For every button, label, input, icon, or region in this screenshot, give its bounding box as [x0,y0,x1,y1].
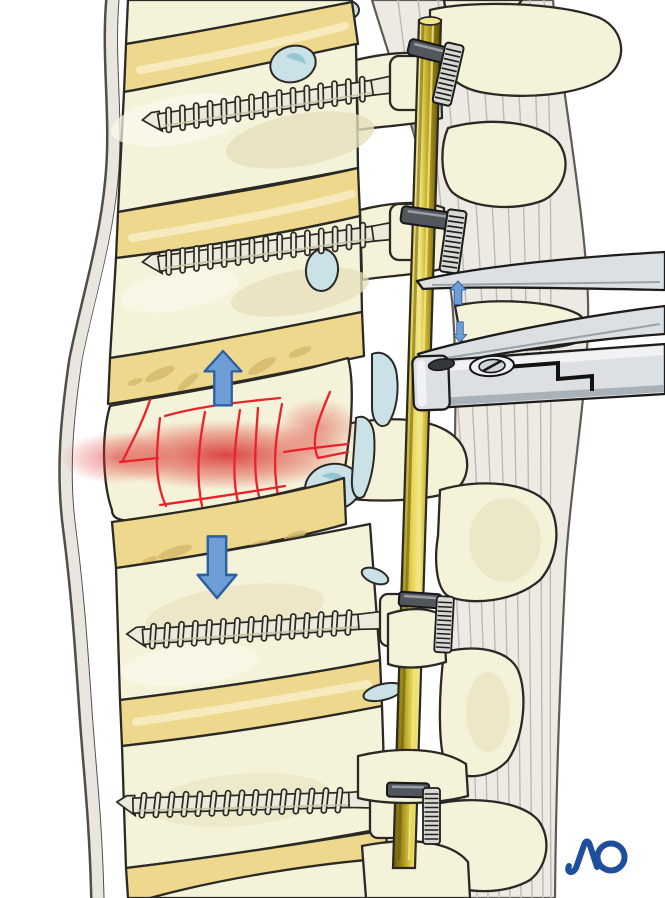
rod-holder-instrument [411,250,665,412]
slot-screw-slash [482,359,502,373]
lamina-sliver-a [371,351,399,427]
lamina-sliver-b [350,415,376,499]
disc-3-damaged [106,310,366,406]
posterior-bone-bottom [360,840,472,898]
spinous-process-1 [428,2,623,98]
instrument-body [411,342,665,412]
articular-process-1 [441,120,567,209]
rod-entry-hole [427,358,456,372]
instrument-upper-blade [415,250,665,292]
ao-logo-letter-a [565,838,600,876]
knurl-3 [433,595,455,654]
fracture-lines [118,390,350,508]
ao-logo-letter-o [594,840,628,874]
knurl-4 [422,787,441,845]
locking-cap-2 [399,205,457,231]
rod-top-end [418,16,442,26]
instrument-notch [505,360,594,391]
facet-cartilage [269,44,404,703]
locking-caps [385,38,468,845]
disc-3-streaks [127,346,312,391]
locking-cap-3 [397,590,443,610]
ao-logo [565,838,628,876]
fractured-vertebra [60,356,362,522]
